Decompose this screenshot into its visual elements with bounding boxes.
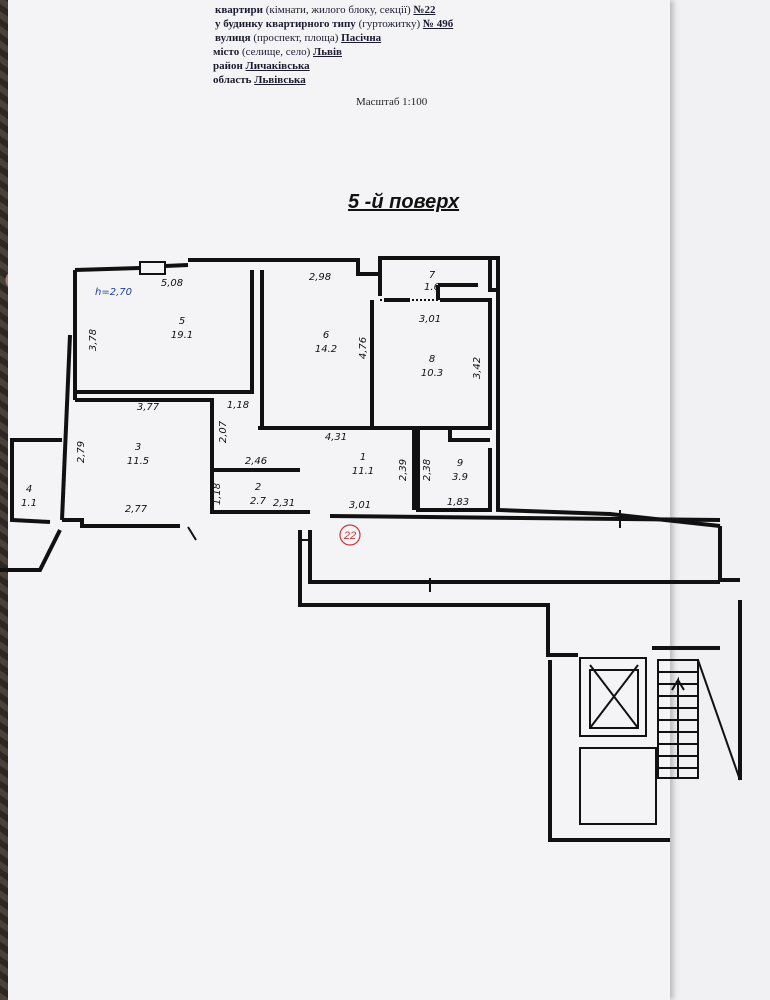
east-exterior-wall	[496, 258, 721, 528]
core-west-wall	[548, 660, 670, 842]
room-1-area: 11.1	[352, 466, 374, 477]
dim-4-31: 4,31	[325, 432, 347, 443]
room-9-area: 3.9	[452, 472, 468, 483]
north-wall-c	[188, 256, 500, 276]
adjacent-page	[650, 0, 770, 1000]
header-line-building: у будинку квартирного типу (гуртожитку) …	[215, 18, 454, 30]
header-line-city: місто (селище, село) Львів	[213, 46, 342, 58]
elevator-cross	[589, 664, 639, 729]
corridor-north-wall	[329, 514, 721, 522]
room-6-area: 14.2	[315, 344, 337, 355]
room-4-number: 4	[26, 484, 32, 495]
room-7-area: 1.6	[424, 282, 440, 293]
elevator-cabin	[589, 669, 639, 729]
dim-2-31: 2,31	[273, 498, 295, 509]
dim-3-42: 3,42	[472, 357, 483, 379]
north-wall-a	[74, 266, 141, 272]
room-4-walls	[10, 438, 62, 524]
room-3-number: 3	[135, 442, 141, 453]
room-5-area: 19.1	[171, 330, 193, 341]
dim-1-18: 1,18	[227, 400, 249, 411]
dim-2-79: 2,79	[76, 441, 87, 463]
room-3-walls	[75, 398, 310, 514]
room-8-area: 10.3	[421, 368, 443, 379]
dim-3-01-b: 3,01	[349, 500, 371, 511]
room-4-area: 1.1	[21, 498, 37, 509]
dim-1-18-b: 1,18	[212, 483, 223, 505]
dim-3-78: 3,78	[88, 329, 99, 351]
dim-2-98: 2,98	[309, 272, 331, 283]
dim-2-46: 2,46	[245, 456, 267, 467]
room-9-north-wall	[418, 426, 490, 442]
dim-5-08: 5,08	[161, 278, 183, 289]
north-wall-b	[164, 263, 189, 268]
room-9-walls	[416, 428, 492, 512]
door-marks	[187, 510, 621, 592]
marker-number: 22	[343, 530, 356, 542]
room-3-area: 11.5	[127, 456, 149, 467]
room-8-walls	[370, 298, 492, 430]
stair-rail	[697, 659, 741, 781]
room-4-exit-wall	[0, 529, 62, 572]
dim-2-07: 2,07	[218, 420, 229, 443]
room-1-walls	[258, 426, 416, 510]
stair-arrow	[671, 676, 685, 778]
east-corridor-end	[718, 526, 740, 582]
dim-2-77: 2,77	[125, 504, 148, 515]
room-8-number: 8	[429, 354, 435, 365]
dim-1-83: 1,83	[447, 497, 469, 508]
header-line-district: район Личаківська	[213, 60, 310, 72]
room-2-area: 2.7	[250, 496, 267, 507]
service-shaft	[579, 747, 657, 825]
header-line-apartment: квартири (кімнати, жилого блоку, секції)…	[215, 4, 436, 16]
header-line-region: область Львівська	[213, 74, 306, 86]
room-6-number: 6	[323, 330, 329, 341]
room-7-partition	[436, 283, 478, 300]
window-north-1	[139, 261, 166, 275]
room-7-number: 7	[429, 270, 436, 281]
marker-circle	[339, 524, 361, 546]
dim-3-01: 3,01	[419, 314, 441, 325]
room-1-number: 1	[360, 452, 366, 463]
header-line-street: вулиця (проспект, площа) Пасічна	[215, 32, 382, 44]
document-page: квартири (кімнати, жилого блоку, секції)…	[8, 0, 670, 1000]
dim-2-39: 2,39	[398, 459, 409, 481]
stair-hall-walls	[298, 530, 578, 657]
dim-2-38: 2,38	[422, 459, 433, 481]
ceiling-height: h=2,70	[95, 287, 132, 298]
room-6-south-wall	[260, 400, 372, 430]
room-5-number: 5	[179, 316, 185, 327]
room-9-number: 9	[457, 458, 463, 469]
floor-title: 5 -й поверх	[348, 191, 460, 213]
plan-scale: Масштаб 1:100	[356, 96, 428, 108]
dim-3-77: 3,77	[137, 402, 160, 413]
room-2-number: 2	[255, 482, 261, 493]
elevator-shaft	[579, 657, 647, 737]
dim-4-76: 4,76	[358, 337, 369, 359]
west-wall-mid	[60, 334, 72, 521]
corridor-south-wall	[308, 530, 720, 584]
south-wall-west	[62, 518, 180, 528]
